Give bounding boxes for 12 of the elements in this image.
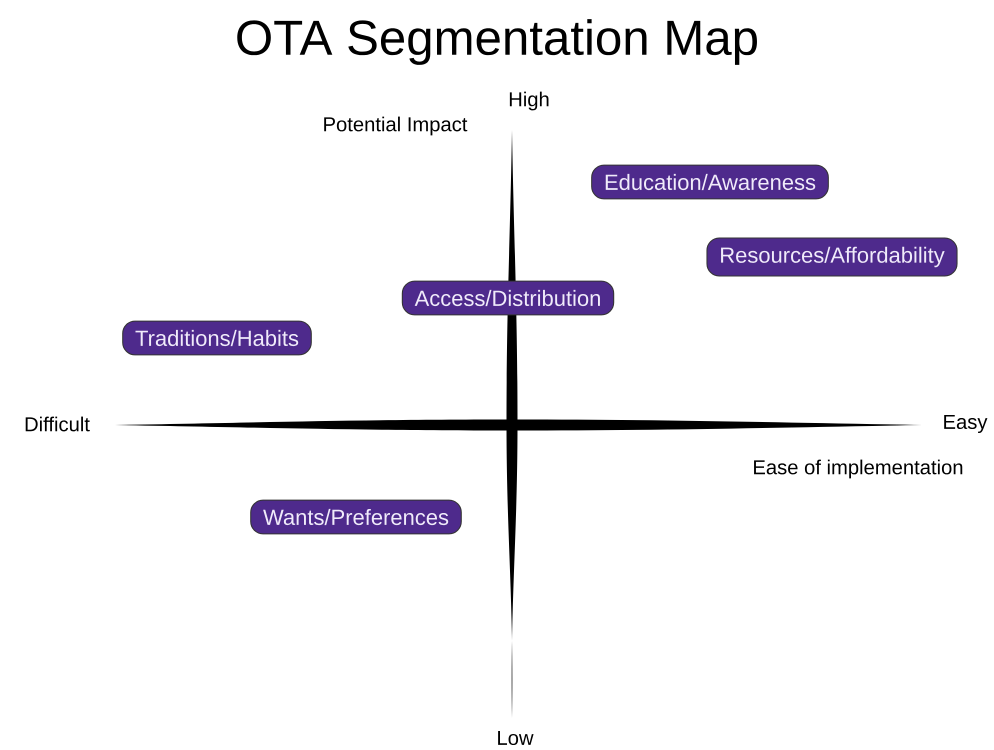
axis-label: Low	[498, 730, 534, 746]
axis-label: Easy	[944, 414, 988, 434]
axis-label: Ease of implementation	[754, 460, 962, 478]
category-box: Education/Awareness	[591, 164, 829, 200]
axis-label: Potential Impact	[324, 116, 468, 136]
title: OTA Segmentation Map	[237, 19, 757, 65]
category-box: Resources/Affordability	[706, 237, 958, 277]
category-box: Traditions/Habits	[122, 320, 312, 356]
category-box: Access/Distribution	[402, 280, 614, 316]
axis-label: High	[510, 92, 548, 110]
category-box: Wants/Preferences	[250, 500, 462, 534]
axis-label: Difficult	[26, 416, 90, 432]
